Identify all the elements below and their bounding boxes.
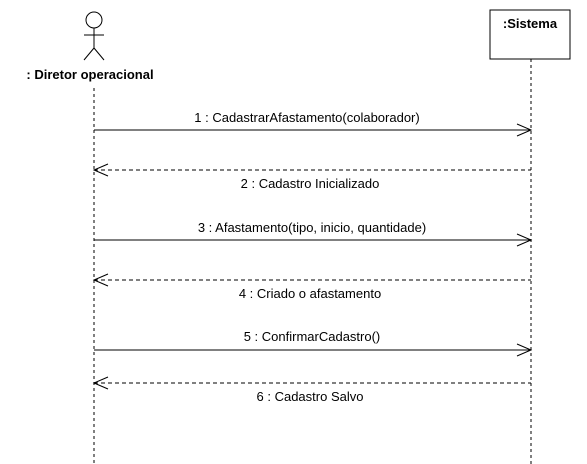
message-1: 1 : CadastrarAfastamento(colaborador): [94, 110, 533, 137]
message-2-label: 2 : Cadastro Inicializado: [241, 176, 380, 191]
message-3-label: 3 : Afastamento(tipo, inicio, quantidade…: [198, 220, 426, 235]
message-5: 5 : ConfirmarCadastro(): [94, 329, 533, 357]
message-3-arrowhead-icon: [516, 233, 533, 247]
message-2: 2 : Cadastro Inicializado: [92, 163, 531, 191]
message-5-label: 5 : ConfirmarCadastro(): [244, 329, 381, 344]
system-participant-box: [489, 9, 571, 60]
message-2-arrowhead-icon: [92, 163, 109, 177]
system-label: :Sistema: [503, 16, 558, 31]
actor-label: : Diretor operacional: [26, 67, 153, 82]
message-1-arrowhead-icon: [516, 123, 533, 137]
message-6-arrowhead-icon: [92, 376, 109, 390]
message-3: 3 : Afastamento(tipo, inicio, quantidade…: [94, 220, 533, 247]
message-4: 4 : Criado o afastamento: [92, 273, 531, 301]
message-1-label: 1 : CadastrarAfastamento(colaborador): [194, 110, 419, 125]
stick-figure-actor-icon: [83, 11, 105, 61]
message-4-label: 4 : Criado o afastamento: [239, 286, 381, 301]
message-4-arrowhead-icon: [92, 273, 109, 287]
message-6-label: 6 : Cadastro Salvo: [257, 389, 364, 404]
message-5-arrowhead-icon: [516, 343, 533, 357]
message-6: 6 : Cadastro Salvo: [92, 376, 531, 404]
